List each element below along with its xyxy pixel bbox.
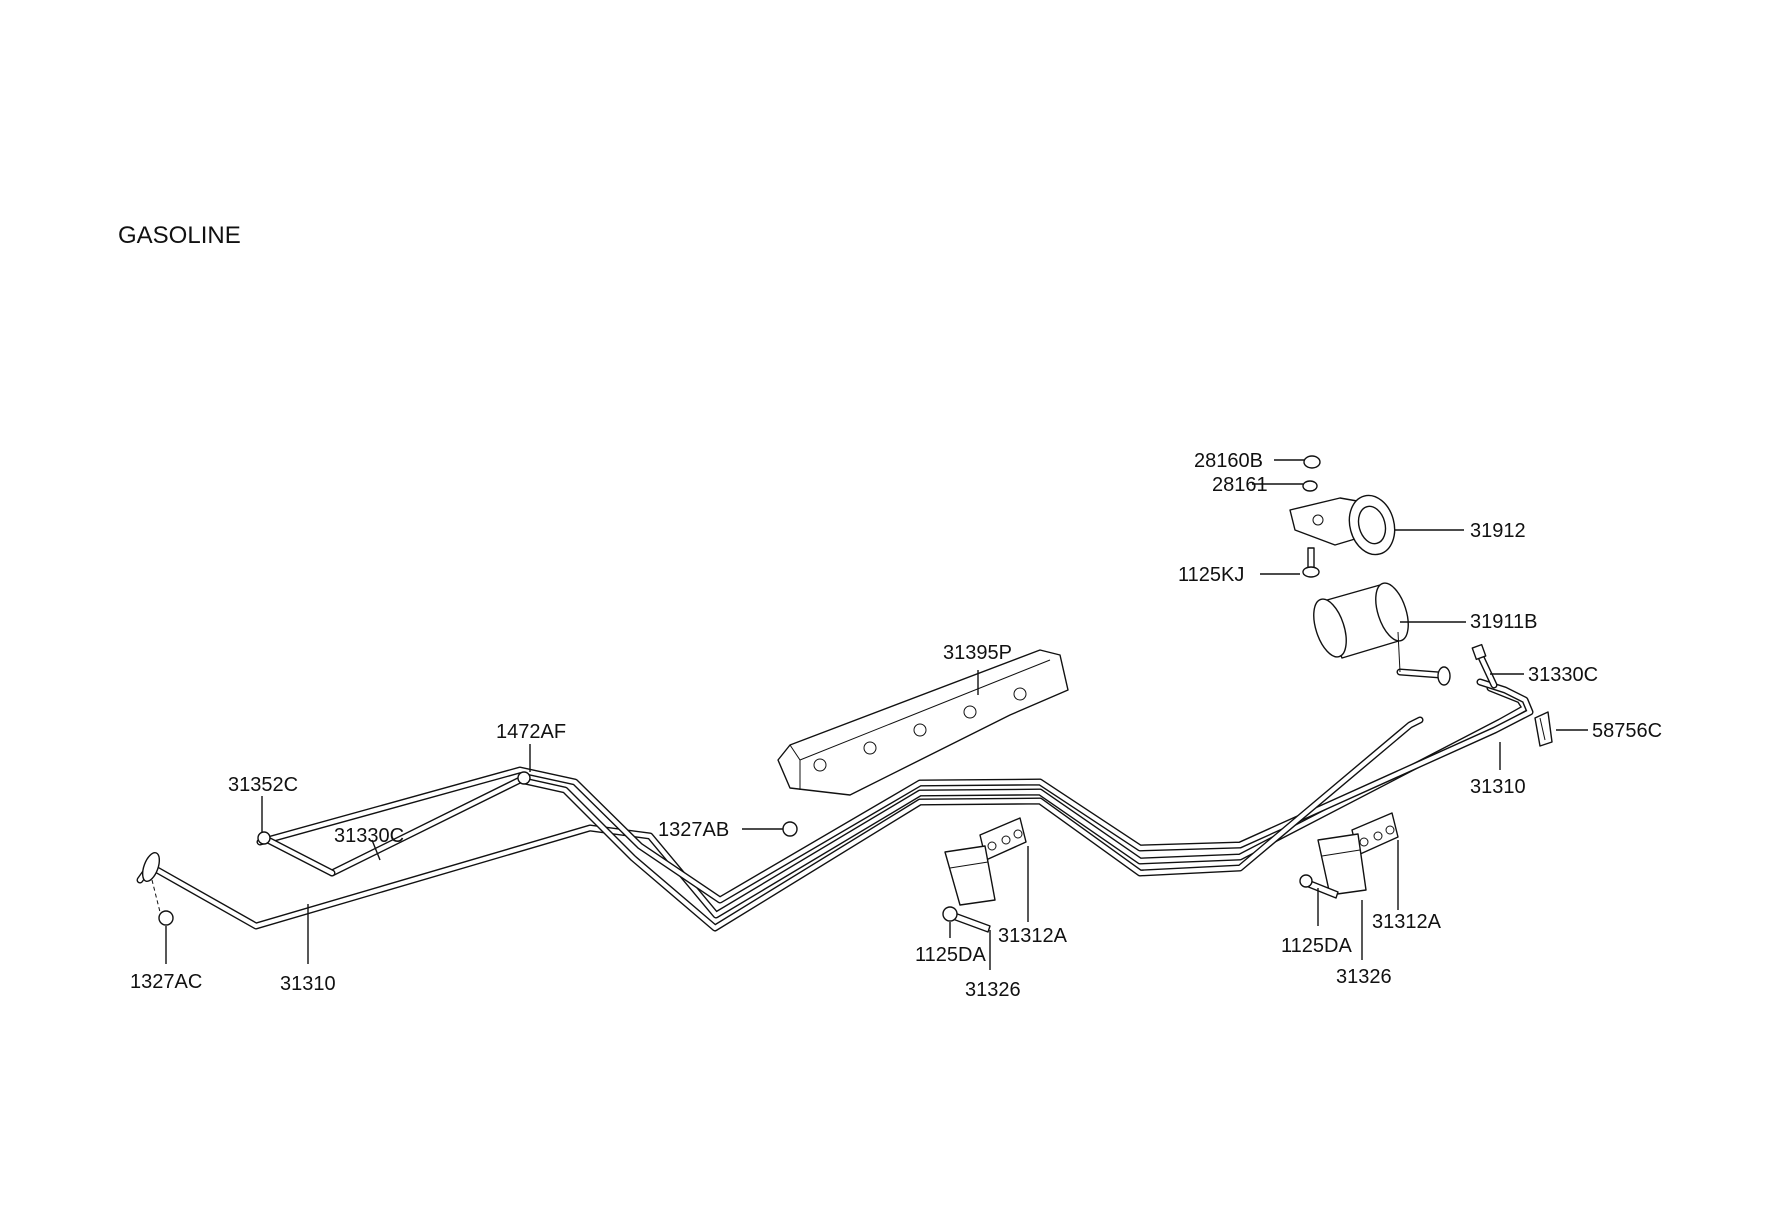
fuel-filter-31911b [1313,582,1409,673]
diagram-title: GASOLINE [118,222,241,249]
leader-lines [165,459,1588,970]
label-31312a-right: 31312A [1372,911,1442,933]
label-31395p: 31395P [943,642,1012,664]
label-31312a-mid: 31312A [998,925,1068,947]
label-1327ab: 1327AB [658,819,729,841]
label-28160b: 28160B [1194,450,1263,472]
bracket-31395p [777,649,1069,796]
label-31326-right: 31326 [1336,966,1392,988]
label-31330c-right: 31330C [1528,664,1598,686]
label-31310-left: 31310 [280,973,336,995]
label-31310-right: 31310 [1470,776,1526,798]
fuel-pipe-assembly [136,643,1534,932]
label-1327ac: 1327AC [130,971,202,993]
label-1125da-right: 1125DA [1281,935,1352,957]
callout-labels: 28160B 28161 31912 1125KJ 31911B 31330C … [130,450,1662,1001]
label-1125kj: 1125KJ [1178,564,1244,586]
label-31912: 31912 [1470,520,1526,542]
label-31352c: 31352C [228,774,298,796]
label-1125da-mid: 1125DA [915,944,986,966]
clamp-set-right [1299,812,1399,899]
label-58756c: 58756C [1592,720,1662,742]
small-parts [151,455,1553,926]
label-31326-mid: 31326 [965,979,1021,1001]
filter-bracket-31912 [1289,494,1396,556]
label-1472af: 1472AF [496,721,566,743]
label-28161: 28161 [1212,474,1268,496]
clamp-set-mid [942,817,1027,933]
label-31330c-left: 31330C [334,825,404,847]
label-31911b: 31911B [1470,611,1537,633]
